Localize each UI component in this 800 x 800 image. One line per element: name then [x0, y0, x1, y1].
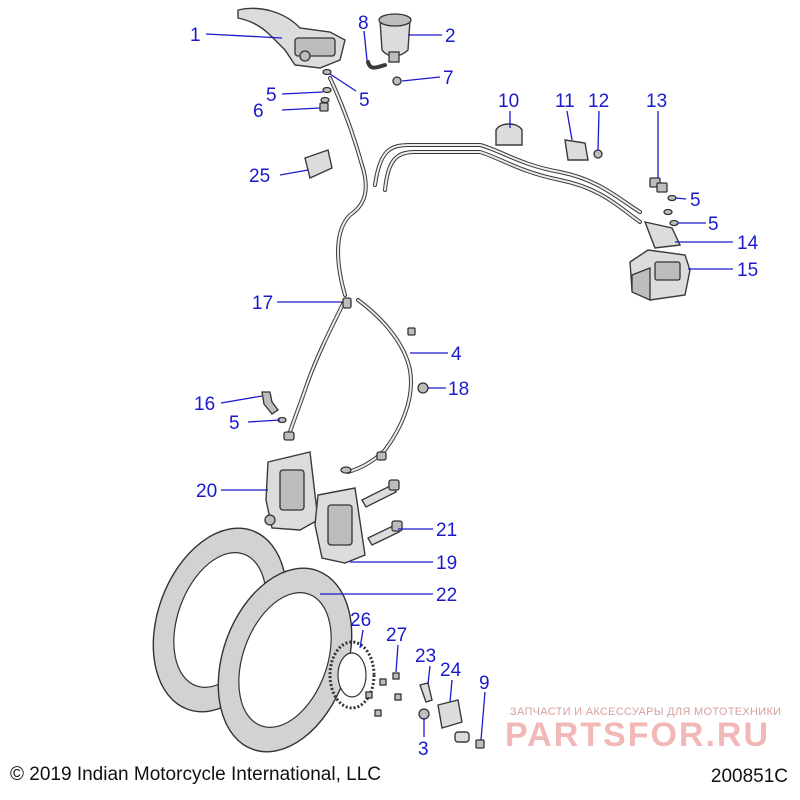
callout-21: 21	[436, 520, 457, 541]
callout-22: 22	[436, 585, 457, 606]
callout-7: 7	[443, 68, 454, 89]
wheel-speed-sensor	[419, 682, 433, 703]
callout-25: 25	[249, 166, 270, 187]
fluid-reservoir	[378, 13, 412, 63]
sensor-bolt	[475, 739, 485, 749]
brake-caliper-right	[314, 487, 366, 564]
brake-caliper-left	[264, 451, 319, 531]
callout-5: 5	[359, 90, 370, 111]
callout-11: 11	[555, 91, 575, 112]
reservoir-hose	[366, 60, 387, 70]
leader-lines	[205, 30, 733, 741]
callout-4: 4	[451, 344, 462, 365]
hose-cap	[407, 327, 416, 336]
callout-19: 19	[436, 553, 457, 574]
diagram-code: 200851C	[710, 766, 788, 787]
abs-tone-ring	[328, 640, 376, 710]
callout-1: 1	[190, 25, 201, 46]
brake-hoses	[286, 76, 642, 474]
callout-18: 18	[448, 379, 469, 400]
callout-5: 5	[690, 190, 701, 211]
banjo-bolt-washers-top	[319, 68, 332, 112]
hose-clip	[392, 76, 402, 86]
callout-24: 24	[440, 660, 462, 681]
master-cylinder-lever	[237, 7, 346, 69]
callout-27: 27	[386, 625, 407, 646]
callout-17: 17	[252, 293, 273, 314]
hose-end-right	[376, 451, 387, 461]
callout-6: 6	[253, 101, 264, 122]
sensor-plug	[454, 731, 470, 743]
mounting-bracket	[564, 139, 589, 161]
callout-20: 20	[196, 481, 217, 502]
watermark-logo: PARTSFOR.RU	[505, 716, 771, 754]
bleeder-cap	[417, 382, 429, 394]
washer-right	[340, 466, 352, 474]
abs-module	[629, 249, 691, 302]
bracket-bolt	[593, 149, 603, 159]
spacer	[418, 708, 430, 720]
callout-5: 5	[266, 85, 277, 106]
hose-clamp	[495, 123, 523, 146]
callout-12: 12	[588, 91, 609, 112]
callout-5: 5	[229, 413, 240, 434]
callout-3: 3	[418, 739, 429, 760]
rotor-screws	[365, 672, 402, 717]
abs-bracket	[643, 221, 682, 249]
callout-8: 8	[358, 13, 369, 34]
bleeder-valve	[261, 391, 279, 415]
hose-end-left	[283, 431, 295, 441]
hose-fitting	[342, 297, 352, 309]
caliper-bolts	[361, 479, 403, 546]
callout-16: 16	[194, 394, 215, 415]
callout-15: 15	[737, 260, 758, 281]
callout-2: 2	[445, 26, 456, 47]
callout-23: 23	[415, 646, 436, 667]
callout-10: 10	[498, 91, 519, 112]
watermark-subtitle: ЗАПЧАСТИ И АКСЕССУАРЫ ДЛЯ МОТОТЕХНИКИ	[510, 706, 782, 718]
hose-bracket	[304, 149, 333, 179]
sensor-housing	[437, 699, 463, 729]
callout-9: 9	[479, 673, 490, 694]
callout-26: 26	[350, 610, 371, 631]
copyright-notice: © 2019 Indian Motorcycle International, …	[10, 764, 381, 785]
callout-labels: 1 2 3 4 5 5 5 5 5 6 7 8 9 10 11 12 13 14…	[190, 13, 759, 760]
callout-5: 5	[708, 214, 719, 235]
callout-13: 13	[646, 91, 667, 112]
callout-14: 14	[737, 233, 759, 254]
abs-bolts	[649, 177, 679, 227]
